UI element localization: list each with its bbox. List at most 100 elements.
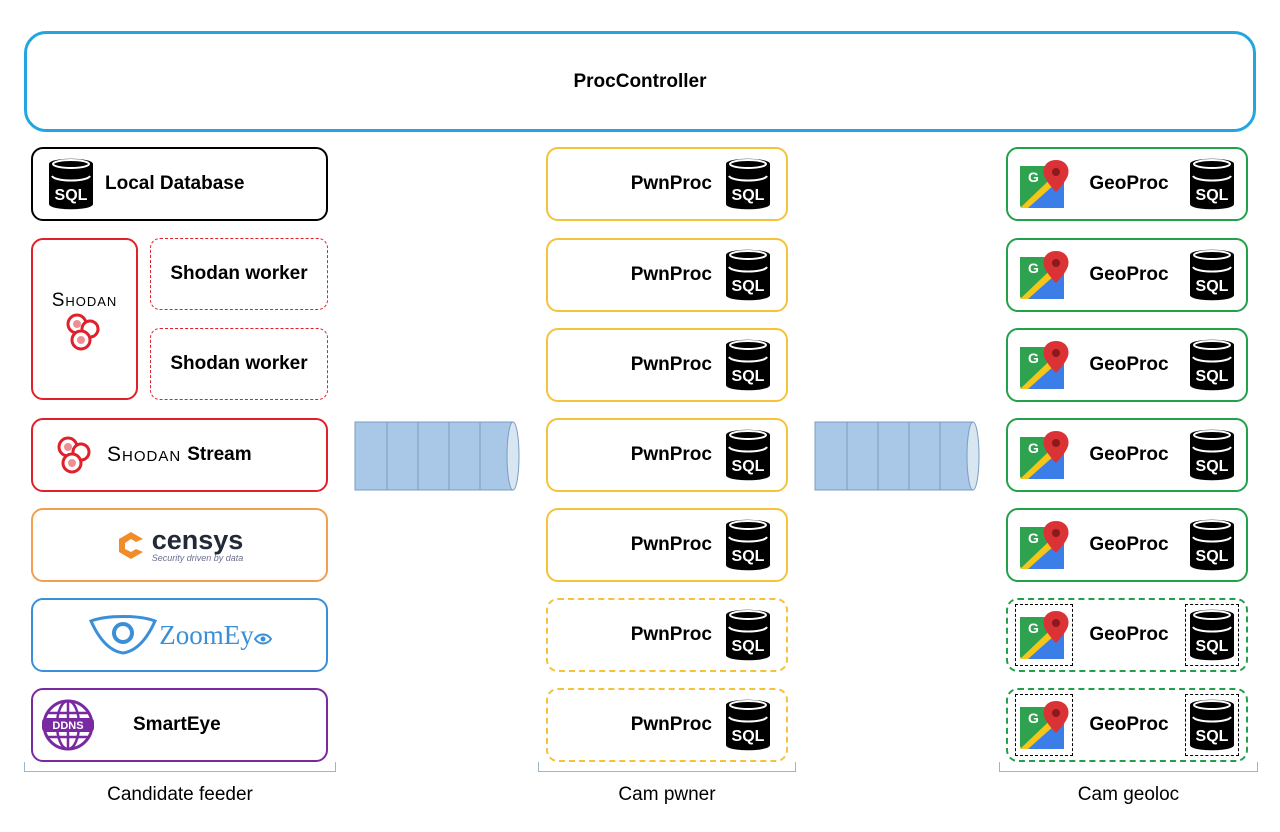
shodan-logo-icon: [64, 312, 104, 352]
database-sql-icon: SQL: [724, 697, 772, 753]
database-sql-icon: SQL: [724, 247, 772, 303]
geoloc-caption: Cam geoloc: [1077, 784, 1180, 805]
shodan-stream-box: Shodan Stream: [31, 418, 328, 492]
svg-text:SQL: SQL: [1196, 187, 1229, 204]
svg-text:SQL: SQL: [732, 458, 765, 475]
geoproc-box: GeoProc SQL: [1006, 147, 1248, 221]
geoproc-label: GeoProc: [1089, 534, 1169, 555]
google-maps-icon: [1018, 247, 1070, 303]
database-sql-icon: SQL: [724, 427, 772, 483]
geoproc-label: GeoProc: [1089, 354, 1169, 375]
pwnproc-box: PwnProc SQL: [546, 238, 788, 312]
pwnproc-box: PwnProc SQL: [546, 508, 788, 582]
pwnproc-box: PwnProc SQL: [546, 688, 788, 762]
database-sql-icon: SQL: [724, 156, 772, 212]
pwnproc-label: PwnProc: [630, 534, 712, 555]
geoproc-label: GeoProc: [1089, 264, 1169, 285]
database-sql-icon: SQL: [724, 607, 772, 663]
database-sql-icon: SQL: [1188, 427, 1236, 483]
database-sql-icon: SQL: [1188, 337, 1236, 393]
shodan-logo-text: Shodan: [51, 290, 118, 311]
database-sql-icon: SQL: [1184, 604, 1239, 666]
svg-text:SQL: SQL: [732, 548, 765, 565]
shodan-worker-label: Shodan worker: [170, 353, 308, 374]
shodan-worker-label: Shodan worker: [170, 263, 308, 284]
proc-controller-label: ProcController: [573, 70, 707, 92]
geoproc-label: GeoProc: [1089, 444, 1169, 465]
svg-text:SQL: SQL: [55, 187, 88, 204]
shodan-stream-logo-text: Shodan: [107, 443, 182, 466]
google-maps-icon: [1018, 337, 1070, 393]
geoproc-box: GeoProc SQL: [1006, 238, 1248, 312]
google-maps-icon: [1018, 517, 1070, 573]
svg-text:SQL: SQL: [1196, 548, 1229, 565]
svg-text:SQL: SQL: [1196, 368, 1229, 385]
database-sql-icon: SQL: [1188, 247, 1236, 303]
svg-text:SQL: SQL: [732, 638, 765, 655]
pwnproc-label: PwnProc: [630, 354, 712, 375]
svg-text:SQL: SQL: [1196, 728, 1229, 745]
feeder-bracket: [24, 762, 336, 772]
geoloc-bracket: [999, 762, 1258, 772]
database-sql-icon: SQL: [1188, 517, 1236, 573]
svg-text:SQL: SQL: [1196, 638, 1229, 655]
censys-name: censys: [151, 525, 244, 555]
proc-controller-box: ProcController: [24, 31, 1256, 132]
svg-text:DDNS: DDNS: [52, 720, 83, 732]
shodan-worker-2: Shodan worker: [150, 328, 328, 400]
pwnproc-box: PwnProc SQL: [546, 598, 788, 672]
svg-text:SQL: SQL: [732, 728, 765, 745]
google-maps-icon: [1015, 604, 1073, 666]
message-queue-icon: [814, 421, 980, 491]
message-queue-icon: [354, 421, 520, 491]
database-sql-icon: SQL: [47, 156, 95, 212]
svg-text:SQL: SQL: [1196, 458, 1229, 475]
svg-text:SQL: SQL: [732, 368, 765, 385]
feeder-caption: Candidate feeder: [107, 784, 253, 805]
pwner-caption: Cam pwner: [618, 784, 716, 805]
google-maps-icon: [1018, 427, 1070, 483]
google-maps-icon: [1018, 156, 1070, 212]
pwnproc-box: PwnProc SQL: [546, 328, 788, 402]
pwnproc-label: PwnProc: [630, 714, 712, 735]
shodan-box: Shodan: [31, 238, 138, 400]
pwnproc-label: PwnProc: [630, 624, 712, 645]
geoproc-box: GeoProc SQL: [1006, 328, 1248, 402]
svg-text:SQL: SQL: [732, 278, 765, 295]
zoomeye-box: ZoomEy: [31, 598, 328, 672]
database-sql-icon: SQL: [724, 517, 772, 573]
smarteye-box: DDNS SmartEye: [31, 688, 328, 762]
shodan-worker-1: Shodan worker: [150, 238, 328, 310]
zoomeye-small-eye-icon: [253, 633, 272, 645]
geoproc-label: GeoProc: [1089, 173, 1169, 194]
pwnproc-label: PwnProc: [630, 444, 712, 465]
geoproc-box: GeoProc SQL: [1006, 598, 1248, 672]
svg-text:SQL: SQL: [1196, 278, 1229, 295]
geoproc-box: GeoProc SQL: [1006, 688, 1248, 762]
censys-box: censys Security driven by data: [31, 508, 328, 582]
geoproc-box: GeoProc SQL: [1006, 418, 1248, 492]
shodan-stream-suffix: Stream: [187, 444, 252, 465]
pwnproc-label: PwnProc: [630, 264, 712, 285]
svg-text:SQL: SQL: [732, 187, 765, 204]
database-sql-icon: SQL: [724, 337, 772, 393]
censys-logo-icon: [118, 532, 143, 559]
geoproc-box: GeoProc SQL: [1006, 508, 1248, 582]
geoproc-label: GeoProc: [1089, 714, 1169, 735]
pwner-bracket: [538, 762, 796, 772]
smarteye-label: SmartEye: [133, 714, 221, 735]
shodan-logo-icon: [55, 435, 95, 475]
zoomeye-name: ZoomEy: [159, 619, 254, 650]
database-sql-icon: SQL: [1184, 694, 1239, 756]
local-database-label: Local Database: [105, 173, 245, 194]
ddns-globe-icon: DDNS: [42, 699, 94, 751]
zoomeye-eye-icon: [89, 615, 158, 655]
geoproc-label: GeoProc: [1089, 624, 1169, 645]
censys-tagline: Security driven by data: [151, 553, 244, 563]
google-maps-icon: [1015, 694, 1073, 756]
pwnproc-box: PwnProc SQL: [546, 418, 788, 492]
pwnproc-label: PwnProc: [630, 173, 712, 194]
pwnproc-box: PwnProc SQL: [546, 147, 788, 221]
local-database-box: SQL Local Database: [31, 147, 328, 221]
database-sql-icon: SQL: [1188, 156, 1236, 212]
